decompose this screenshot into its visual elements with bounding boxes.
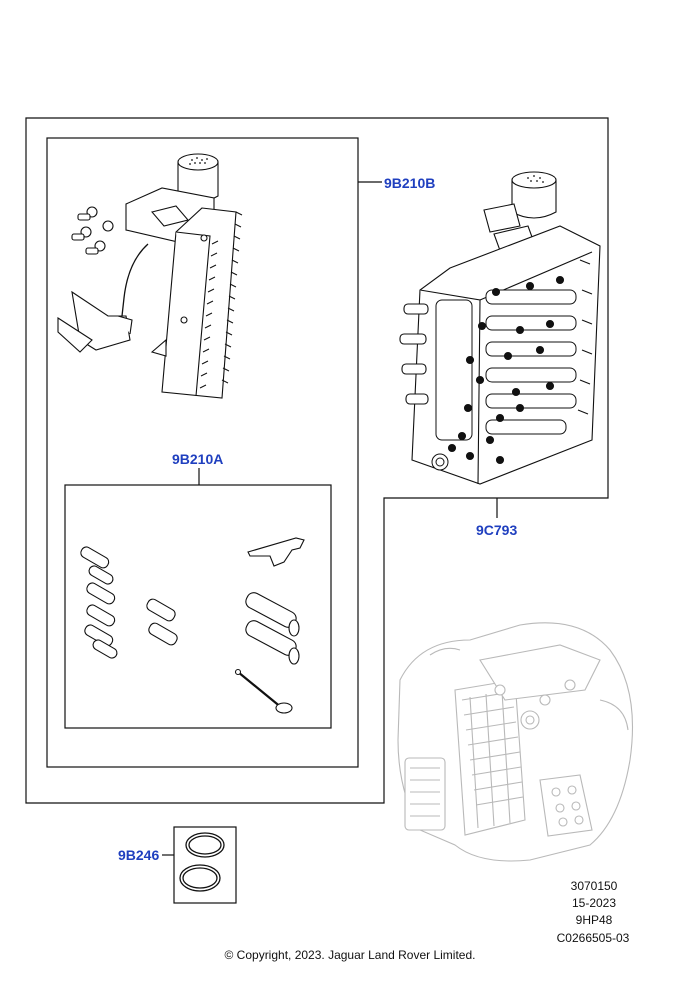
o-ring-illustration (179, 832, 225, 892)
diagram-date-code: 15-2023 (571, 896, 617, 910)
valve-body-illustration (399, 171, 601, 485)
o-ring-frame (173, 826, 237, 904)
diagram-ref-number: 3070150 (570, 879, 618, 893)
outer-assembly-frame (25, 117, 609, 804)
callout-9b210b[interactable]: 9B210B (384, 175, 436, 191)
seal-kit-illustration (80, 537, 305, 714)
callout-9b210a[interactable]: 9B210A (172, 451, 224, 467)
callout-9c793[interactable]: 9C793 (476, 522, 518, 538)
callout-9b246[interactable]: 9B246 (118, 847, 160, 863)
diagram-model-code: 9HP48 (575, 913, 613, 927)
transmission-ghost-illustration (397, 622, 634, 862)
diagram-illustration-code: C0266505-03 (556, 931, 630, 945)
copyright-notice: © Copyright, 2023. Jaguar Land Rover Lim… (224, 948, 476, 962)
seal-kit-frame (64, 484, 332, 729)
solenoid-kit-frame (46, 137, 359, 768)
solenoid-harness-illustration (57, 153, 243, 399)
